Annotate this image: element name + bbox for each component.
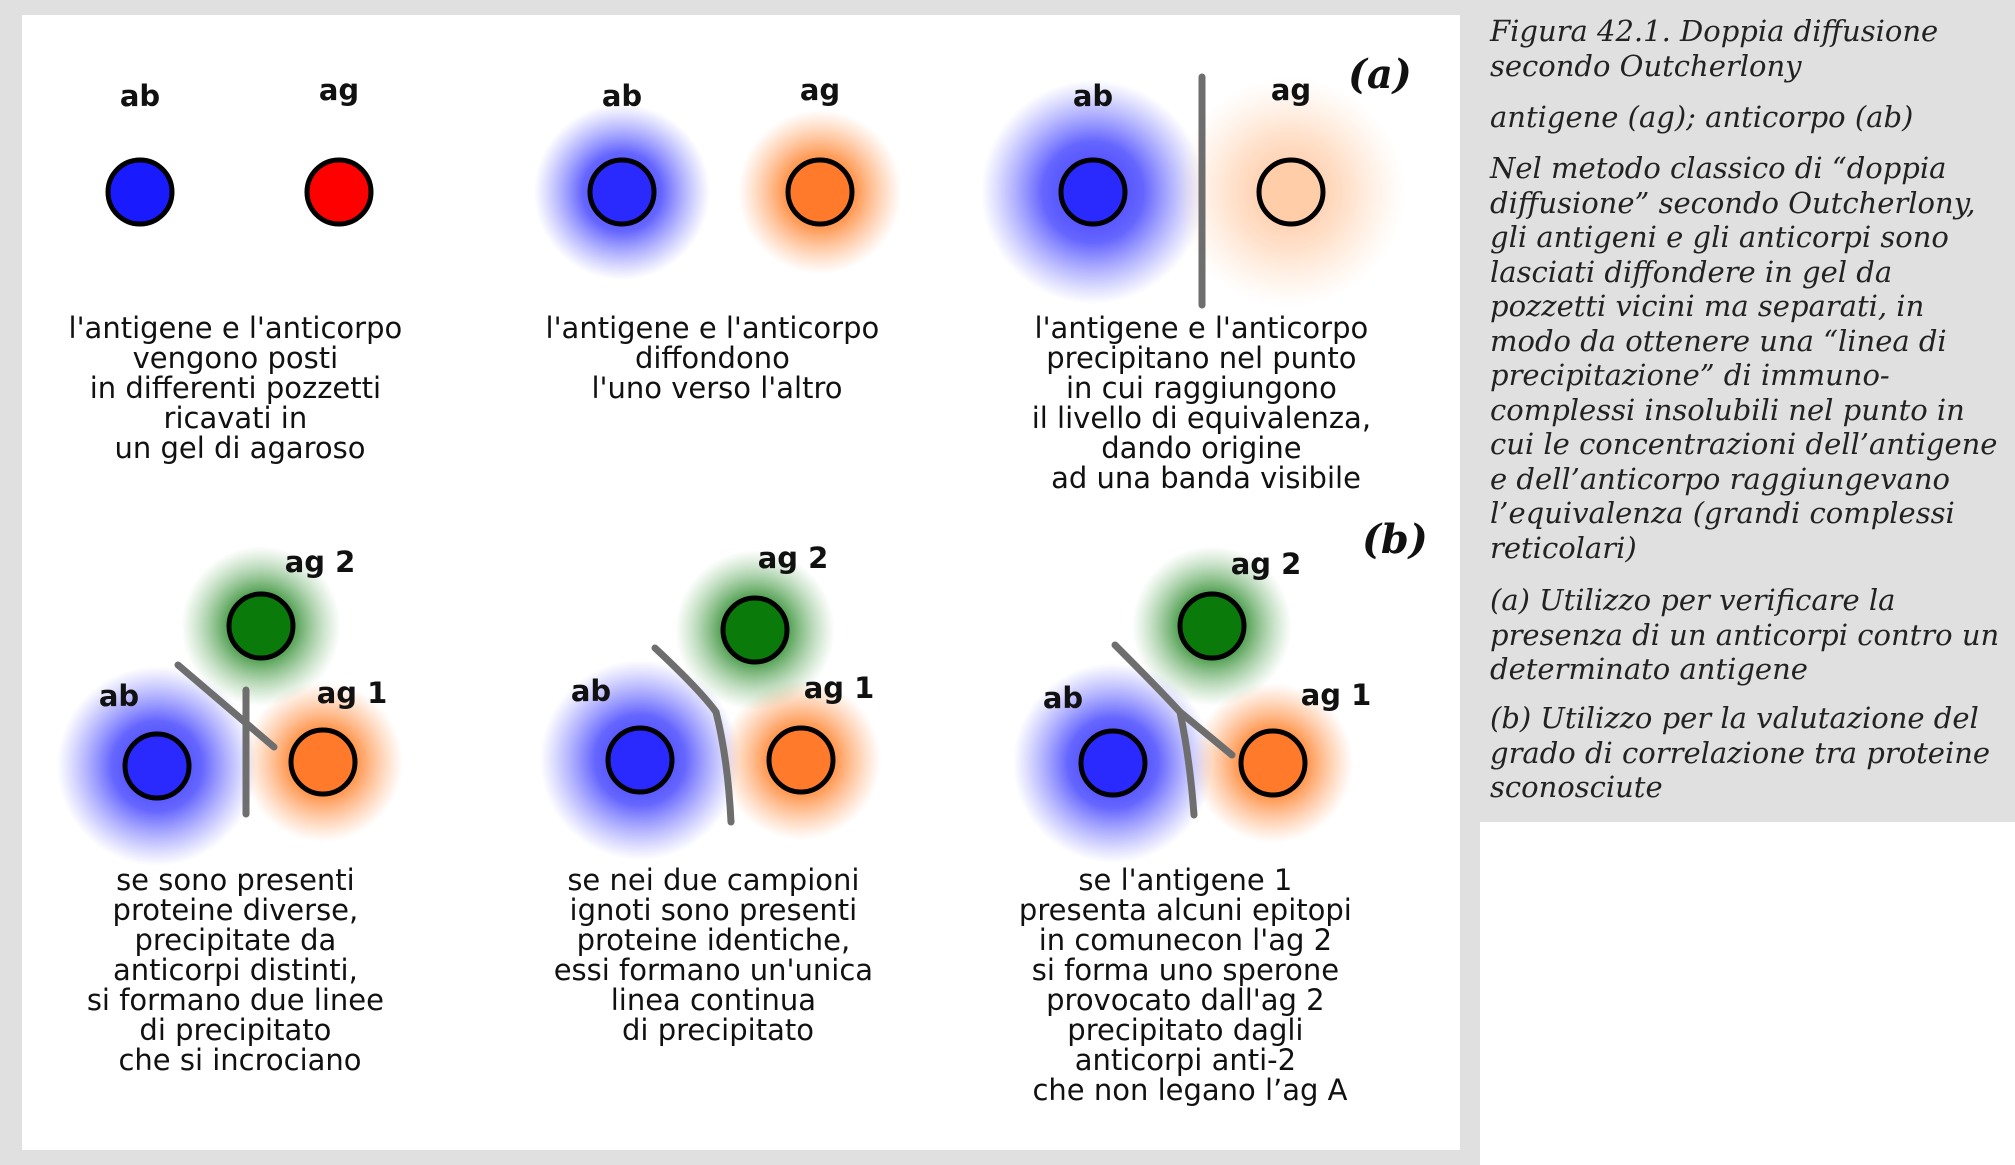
antibody-well <box>122 731 192 801</box>
step-2: ab ag l'antigene e l'anticorpo diffondon… <box>534 73 902 405</box>
antibody-well <box>1078 728 1148 798</box>
ag1-label: ag 1 <box>804 671 875 705</box>
antigen-1-well <box>288 727 358 797</box>
ag1-label: ag 1 <box>317 676 388 710</box>
step-1: ab ag l'antigene e l'anticorpo vengono p… <box>69 73 412 465</box>
panel-b-tag: (b) <box>1362 516 1428 563</box>
step-2-caption: l'antigene e l'anticorpo diffondono l'un… <box>546 311 889 405</box>
precipitation-line-1 <box>174 661 278 751</box>
antibody-well <box>1058 157 1128 227</box>
antigen-2-well <box>226 591 296 661</box>
antigen-well <box>304 157 374 227</box>
ag2-label: ag 2 <box>285 545 356 579</box>
step-3: ab ag l'antigene e l'anticorpo precipita… <box>981 73 1405 495</box>
ag2-label: ag 2 <box>1231 547 1302 581</box>
precipitation-line <box>651 644 735 826</box>
case-2-caption: se nei due campioni ignoti sono presenti… <box>554 863 883 1047</box>
ag1-label: ag 1 <box>1301 678 1372 712</box>
case-3-caption: se l'antigene 1 presenta alcuni epitopi … <box>1019 863 1361 1107</box>
panel-a-tag: (a) <box>1348 51 1412 98</box>
note-panel-b: (b) Utilizzo per la valutazione del grad… <box>1490 701 1991 804</box>
antigen-well <box>1256 157 1326 227</box>
precipitation-spur <box>1176 708 1236 759</box>
antigen-1-well <box>1238 728 1308 798</box>
step-3-caption: l'antigene e l'anticorpo precipitano nel… <box>1032 311 1381 495</box>
antibody-well <box>587 157 657 227</box>
step-1-caption: l'antigene e l'anticorpo vengono posti i… <box>69 311 412 465</box>
antigen-2-well <box>1177 591 1247 661</box>
ab-label: ab <box>602 79 642 113</box>
figure-title: Figura 42.1. Doppia diffusione secondo O… <box>1490 14 1939 83</box>
note-panel-a: (a) Utilizzo per verificare la presenza … <box>1490 583 2000 686</box>
case-identity: ab ag 1 ag 2 se nei due campioni ignoti … <box>540 541 883 1047</box>
ag-label: ag <box>319 73 359 107</box>
ag-label: ag <box>1271 73 1311 107</box>
antigen-well <box>785 157 855 227</box>
figure-legend: antigene (ag); anticorpo (ab) <box>1490 100 1914 134</box>
ab-label: ab <box>571 674 611 708</box>
ab-label: ab <box>1043 681 1083 715</box>
ab-label: ab <box>99 679 139 713</box>
ab-label: ab <box>1073 79 1113 113</box>
ag-label: ag <box>800 73 840 107</box>
figure-description: Nel metodo classico di “doppia diffusion… <box>1490 151 1998 565</box>
figure-caption-sidebar: Figura 42.1. Doppia diffusione secondo O… <box>1480 0 2015 822</box>
ag2-label: ag 2 <box>758 541 829 575</box>
antibody-well <box>105 157 175 227</box>
case-non-identity: ab ag 1 ag 2 se sono presenti proteine d… <box>57 545 403 1077</box>
antigen-1-well <box>766 725 836 795</box>
antigen-2-well <box>720 595 790 665</box>
diagram: (a) ab ag l'antigene e l'anticorpo vengo… <box>22 15 1460 1150</box>
ab-label: ab <box>120 79 160 113</box>
case-partial-identity: ab ag 1 ag 2 se l'antigene 1 presenta al… <box>1013 546 1371 1107</box>
antibody-well <box>605 725 675 795</box>
case-1-caption: se sono presenti proteine diverse, preci… <box>87 863 393 1077</box>
